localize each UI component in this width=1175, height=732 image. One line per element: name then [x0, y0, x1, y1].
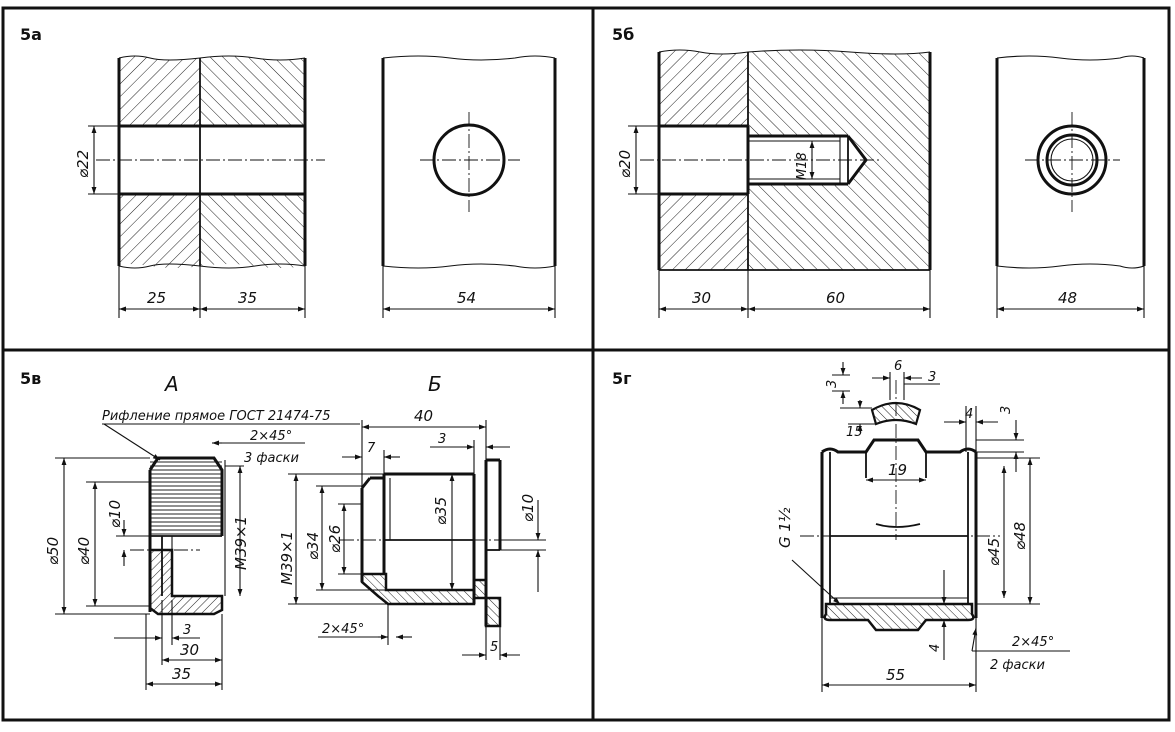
dim-hole-dia-5b: ⌀20 — [616, 150, 634, 178]
part-a-section: ⌀50 ⌀40 ⌀10 M39×1 3 30 35 — [44, 429, 305, 690]
panel-5g: 5г 3 — [612, 359, 1070, 692]
dim-len2-5b: 60 — [826, 289, 845, 307]
dim-w30-a: 30 — [180, 641, 199, 659]
dim-hole-dia-5a: ⌀22 — [74, 150, 92, 178]
dim-t3a-g: 3 — [825, 380, 840, 388]
chamfer-note-g: 2×45° — [1012, 635, 1054, 650]
dim-thread-5b: M18 — [795, 152, 810, 180]
dim-width-5b: 48 — [1058, 289, 1077, 307]
dim-w5-b: 5 — [490, 640, 498, 655]
dim-w40-b: 40 — [414, 407, 433, 425]
panel-label-5a: 5а — [20, 25, 42, 44]
dim-t19-g: 19 — [888, 461, 907, 479]
dim-w55-g: 55 — [886, 666, 905, 684]
tee-fitting-section: 3 6 3 15 4 3 19 G — [776, 359, 1070, 692]
dim-t15-g: 15 — [846, 425, 863, 440]
dim-t6-g: 6 — [894, 359, 902, 374]
panel-5v: 5в А Б Рифление прямое ГОСТ 21474-75 ⌀50 — [20, 369, 546, 690]
dim-d10-b: ⌀10 — [519, 494, 537, 522]
dim-w35-a: 35 — [172, 665, 191, 683]
dim-d50-a: ⌀50 — [44, 537, 62, 565]
view-label-b: Б — [428, 372, 442, 396]
chamfer-note-a: 2×45° — [250, 429, 292, 444]
end-view-5a: 54 — [381, 55, 557, 318]
dim-thread-g: G 1½ — [776, 507, 794, 548]
chamfer-count-a: 3 фаски — [244, 451, 299, 466]
dim-b4-g: 4 — [928, 644, 943, 652]
dim-t4-g: 4 — [965, 407, 973, 422]
chamfer-count-g: 2 фаски — [990, 658, 1045, 673]
part-b-section: 40 7 3 M39×1 ⌀34 ⌀26 ⌀35 — [278, 407, 546, 660]
dim-thread-a: M39×1 — [232, 516, 250, 570]
dim-d34-b: ⌀34 — [304, 532, 322, 560]
section-view-5b: ⌀20 M18 30 60 — [616, 49, 932, 318]
knurl-note: Рифление прямое ГОСТ 21474-75 — [102, 409, 330, 424]
section-view-5a: ⌀22 25 35 — [74, 55, 325, 318]
dim-t3b-g: 3 — [928, 370, 936, 385]
dim-chamfer-b: 2×45° — [322, 622, 364, 637]
dim-d40-a: ⌀40 — [75, 537, 93, 565]
dim-w7-b: 7 — [367, 441, 376, 456]
panel-label-5g: 5г — [612, 369, 632, 388]
panel-label-5v: 5в — [20, 369, 41, 388]
dim-w3-a: 3 — [183, 623, 191, 638]
sheet-frame — [1, 6, 1171, 722]
dim-d45-g: ⌀45 — [985, 538, 1003, 566]
dim-d26-b: ⌀26 — [326, 525, 344, 553]
dim-t3c-g: 3 — [999, 406, 1014, 414]
end-view-5b: 48 — [995, 55, 1146, 318]
dim-d48-g: ⌀48 — [1011, 522, 1029, 550]
view-label-a: А — [163, 372, 179, 396]
panel-label-5b: 5б — [612, 25, 634, 44]
panel-5a: 5а ⌀22 25 — [20, 25, 557, 318]
dim-len1-5a: 25 — [147, 289, 166, 307]
dim-width-5a: 54 — [457, 289, 476, 307]
dim-w3-b: 3 — [438, 432, 446, 447]
dim-d10-a: ⌀10 — [106, 500, 124, 528]
dim-len1-5b: 30 — [692, 289, 711, 307]
dim-len2-5a: 35 — [238, 289, 257, 307]
panel-5b: 5б ⌀20 — [612, 25, 1146, 318]
dim-thread-b: M39×1 — [278, 531, 296, 585]
dim-d35-b: ⌀35 — [432, 497, 450, 525]
